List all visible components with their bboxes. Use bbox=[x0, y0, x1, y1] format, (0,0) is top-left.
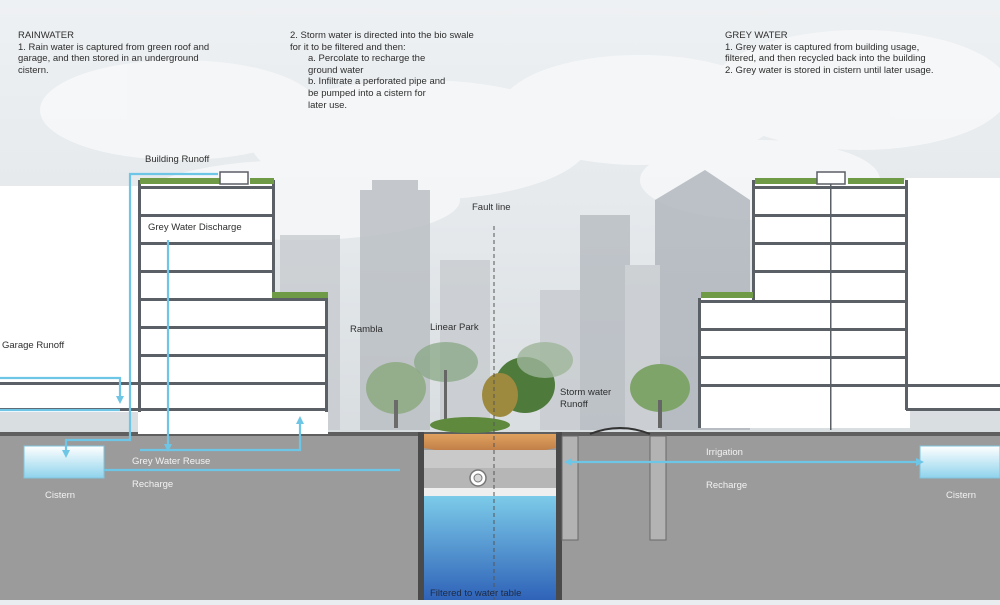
note-storm-sub-4: be pumped into a cistern for bbox=[308, 87, 426, 99]
label-fault-line: Fault line bbox=[472, 202, 511, 213]
note-rainwater-title: RAINWATER bbox=[18, 30, 74, 41]
right-cistern bbox=[919, 445, 1000, 479]
note-rainwater-line-3: cistern. bbox=[18, 64, 49, 76]
label-storm-water: Storm water bbox=[560, 387, 612, 398]
note-grey-water: GREY WATER 1. Grey water is captured fro… bbox=[725, 30, 995, 76]
note-rainwater: RAINWATER 1. Rain water is captured from… bbox=[18, 30, 258, 76]
note-storm-sub-1: a. Percolate to recharge the bbox=[308, 53, 426, 65]
label-filtered-to-water-table: Filtered to water table bbox=[430, 588, 522, 599]
note-grey-line-2: filtered, and then recycled back into th… bbox=[725, 53, 926, 65]
label-rambla: Rambla bbox=[350, 324, 383, 335]
note-storm: 2. Storm water is directed into the bio … bbox=[290, 30, 530, 111]
label-cistern-left: Cistern bbox=[45, 490, 76, 501]
label-linear-park: Linear Park bbox=[430, 322, 479, 333]
left-building bbox=[0, 171, 328, 434]
note-storm-line-2: for it to be filtered and then: bbox=[290, 41, 406, 53]
note-rainwater-line-2: garage, and then stored in an undergroun… bbox=[18, 53, 199, 65]
note-storm-sub-2: ground water bbox=[308, 64, 364, 76]
flow-lines bbox=[0, 172, 918, 472]
label-irrigation: Irrigation bbox=[706, 447, 743, 458]
label-cistern-right: Cistern bbox=[946, 490, 977, 501]
park-trees bbox=[366, 342, 690, 433]
note-storm-sub-5: later use. bbox=[308, 99, 348, 111]
label-recharge-left: Recharge bbox=[132, 479, 174, 490]
label-grey-water-reuse: Grey Water Reuse bbox=[132, 456, 211, 467]
label-storm-runoff: Runoff bbox=[560, 399, 588, 410]
bio-swale bbox=[418, 432, 562, 600]
label-garage-runoff: Garage Runoff bbox=[2, 340, 65, 351]
label-grey-water-discharge: Grey Water Discharge bbox=[148, 222, 242, 233]
note-storm-sub-3: b. Infiltrate a perforated pipe and bbox=[308, 76, 446, 88]
note-storm-line-1: 2. Storm water is directed into the bio … bbox=[290, 30, 474, 41]
note-grey-line-3: 2. Grey water is stored in cistern until… bbox=[725, 64, 934, 76]
note-grey-title: GREY WATER bbox=[725, 30, 788, 41]
label-building-runoff: Building Runoff bbox=[145, 154, 210, 165]
right-building bbox=[698, 171, 1000, 430]
flow-arrowheads bbox=[62, 396, 924, 466]
note-rainwater-line-1: 1. Rain water is captured from green roo… bbox=[18, 41, 210, 53]
label-recharge-right: Recharge bbox=[706, 480, 748, 491]
note-grey-line-1: 1. Grey water is captured from building … bbox=[725, 41, 920, 53]
